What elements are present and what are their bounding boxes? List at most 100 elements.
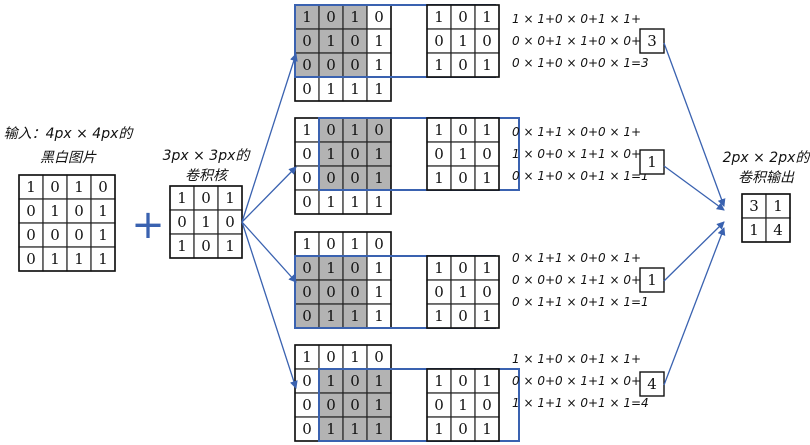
grid-cell-box bbox=[342, 368, 368, 394]
grid-cell-value: 1 bbox=[374, 145, 384, 163]
grid-cell-value: 0 bbox=[482, 145, 492, 163]
grid-cell-value: 0 bbox=[302, 56, 312, 74]
grid-cell-value: 1 bbox=[434, 169, 444, 187]
grid-cell-value: 0 bbox=[458, 8, 468, 26]
grid-border bbox=[426, 4, 500, 78]
grid-cell-value: 1 bbox=[374, 56, 384, 74]
flow-arrow bbox=[241, 221, 297, 283]
grid-cell-value: 0 bbox=[350, 372, 360, 390]
grid-cell-value: 0 bbox=[458, 307, 468, 325]
grid-cell-value: 0 bbox=[350, 145, 360, 163]
grid-cell-box bbox=[90, 246, 116, 272]
grid-cell-value: 1 bbox=[434, 307, 444, 325]
flow-arrow bbox=[241, 53, 298, 223]
grid-cell-value: 0 bbox=[458, 169, 468, 187]
grid-cell-value: 1 bbox=[374, 32, 384, 50]
grid-cell-value: 1 bbox=[374, 80, 384, 98]
grid-cell-value: 0 bbox=[458, 56, 468, 74]
grid-cell-value: 0 bbox=[326, 396, 336, 414]
grid-cell-value: 1 bbox=[302, 121, 312, 139]
grid-cell-value: 1 bbox=[434, 259, 444, 277]
grid-cell-value: 0 bbox=[350, 56, 360, 74]
grid-cell-box bbox=[474, 28, 500, 54]
step-result-box bbox=[639, 267, 665, 293]
grid-cell-value: 0 bbox=[434, 145, 444, 163]
grid-cell-value: 0 bbox=[302, 283, 312, 301]
grid-cell-value: 1 bbox=[74, 178, 84, 196]
grid-cell-value: 0 bbox=[326, 348, 336, 366]
grid-cell-value: 1 bbox=[350, 121, 360, 139]
grid-cell-box bbox=[318, 344, 344, 370]
grid-cell-box bbox=[450, 255, 476, 281]
grid-cell-value: 0 bbox=[302, 307, 312, 325]
grid-cell-box bbox=[366, 165, 392, 191]
grid-cell-value: 1 bbox=[50, 202, 60, 220]
step-result-value: 1 bbox=[647, 271, 657, 289]
grid-border bbox=[18, 174, 116, 272]
equation-line: 0 × 1+0 × 0+0 × 1=3 bbox=[512, 56, 649, 70]
plus-symbol: + bbox=[131, 202, 165, 248]
grid-cell-box bbox=[474, 392, 500, 418]
grid-cell-value: 1 bbox=[98, 226, 108, 244]
grid-cell-value: 0 bbox=[26, 250, 36, 268]
grid-cell-value: 0 bbox=[434, 283, 444, 301]
grid-cell-value: 1 bbox=[302, 8, 312, 26]
grid-cell-value: 1 bbox=[350, 307, 360, 325]
grid-cell-value: 0 bbox=[434, 32, 444, 50]
grid-cell-value: 1 bbox=[434, 420, 444, 438]
grid-cell-value: 1 bbox=[326, 193, 336, 211]
grid-cell-value: 1 bbox=[350, 348, 360, 366]
grid-cell-box bbox=[366, 28, 392, 54]
grid-cell-value: 1 bbox=[434, 121, 444, 139]
grid-cell-box bbox=[90, 198, 116, 224]
equation-line: 0 × 1+1 × 0+0 × 1+ bbox=[512, 251, 641, 265]
grid-cell-value: 1 bbox=[434, 8, 444, 26]
grid-cell-box bbox=[474, 368, 500, 394]
grid-cell-value: 0 bbox=[326, 8, 336, 26]
kernel-title-line2: 卷积核 bbox=[185, 168, 229, 184]
grid-cell-value: 1 bbox=[326, 259, 336, 277]
grid-cell-value: 1 bbox=[302, 235, 312, 253]
grid-cell-value: 1 bbox=[374, 396, 384, 414]
flow-arrow bbox=[663, 165, 725, 211]
grid-cell-value: 0 bbox=[458, 121, 468, 139]
grid-cell-value: 4 bbox=[773, 221, 783, 239]
grid-cell-value: 1 bbox=[302, 348, 312, 366]
equation-line: 0 × 1+1 × 0+1 × 1=1 bbox=[512, 295, 649, 309]
grid-cell-box bbox=[366, 141, 392, 167]
flow-arrow bbox=[241, 221, 298, 389]
grid-cell-value: 0 bbox=[302, 396, 312, 414]
grid-cell-value: 0 bbox=[302, 80, 312, 98]
grid-cell-value: 0 bbox=[458, 420, 468, 438]
grid-border bbox=[426, 368, 500, 442]
grid-cell-value: 0 bbox=[302, 372, 312, 390]
grid-cell-value: 1 bbox=[201, 213, 211, 231]
grid-cell-value: 0 bbox=[302, 145, 312, 163]
grid-cell-box bbox=[474, 416, 500, 442]
grid-cell-value: 1 bbox=[482, 259, 492, 277]
flow-arrow bbox=[663, 221, 725, 282]
grid-cell-value: 1 bbox=[225, 237, 235, 255]
flow-arrow bbox=[663, 227, 726, 386]
grid-cell-value: 1 bbox=[434, 372, 444, 390]
grid-cell-box bbox=[450, 392, 476, 418]
grid-cell-box bbox=[342, 165, 368, 191]
grid-cell-value: 0 bbox=[326, 169, 336, 187]
step-result-value: 1 bbox=[647, 153, 657, 171]
grid-cell-value: 1 bbox=[177, 189, 187, 207]
grid-cell-value: 0 bbox=[326, 121, 336, 139]
grid-cell-box bbox=[342, 231, 368, 257]
grid-cell-value: 1 bbox=[773, 197, 783, 215]
grid-cell-box bbox=[366, 416, 392, 442]
grid-cell-value: 0 bbox=[350, 32, 360, 50]
grid-cell-value: 1 bbox=[482, 169, 492, 187]
input-title-line1: 输入：4px × 4px的 bbox=[4, 126, 135, 142]
grid-cell-value: 1 bbox=[374, 259, 384, 277]
